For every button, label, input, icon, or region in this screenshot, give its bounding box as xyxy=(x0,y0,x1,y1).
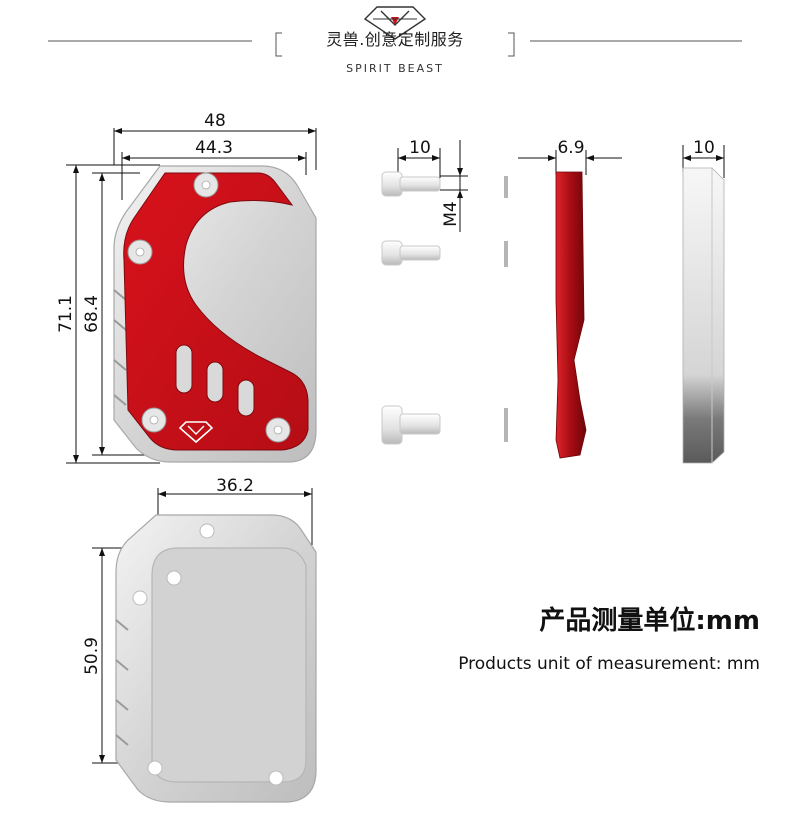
bolts: 10 M4 xyxy=(381,138,508,445)
header-bracket-left xyxy=(275,32,282,57)
dim-width-inner: 44.3 xyxy=(195,138,233,158)
unit-label-cn: 产品测量单位:mm xyxy=(539,606,760,636)
dim-bolt-thread: M4 xyxy=(441,201,461,226)
bolt-icon xyxy=(381,240,441,266)
dim-bottom-width: 36.2 xyxy=(216,476,254,496)
unit-label-en: Products unit of measurement: mm xyxy=(458,654,760,674)
screw-icon xyxy=(127,172,291,443)
slot-3 xyxy=(237,379,255,417)
dim-bolt-length: 10 xyxy=(409,138,431,158)
front-view: 48 44.3 71.1 68.4 xyxy=(56,111,317,464)
bolt-icon xyxy=(381,405,441,445)
slot-1 xyxy=(175,344,193,394)
edge-view: 10 xyxy=(682,138,725,464)
hole-icon xyxy=(132,523,284,786)
plate-logo-icon xyxy=(178,421,214,444)
bottom-recess xyxy=(151,547,307,783)
header xyxy=(48,6,742,57)
dim-height-inner: 68.4 xyxy=(82,295,102,333)
header-bracket-right xyxy=(508,32,515,57)
dim-side-thickness: 6.9 xyxy=(557,138,584,158)
side-profile-red xyxy=(555,171,587,459)
edge-profile-silver xyxy=(682,167,725,464)
brand-logo-icon xyxy=(363,6,427,40)
dim-height-total: 71.1 xyxy=(56,295,76,333)
slot-2 xyxy=(206,361,224,403)
brand-title-en: SPIRIT BEAST xyxy=(346,62,444,75)
brand-title-cn: 灵兽.创意定制服务 xyxy=(326,30,464,49)
dim-width-total: 48 xyxy=(204,111,226,131)
top-plate-red xyxy=(123,172,309,451)
dim-bottom-height: 50.9 xyxy=(82,637,102,675)
side-view: 6.9 xyxy=(518,138,622,459)
bolt-icon xyxy=(381,171,441,197)
bottom-view: 36.2 50.9 xyxy=(82,476,317,803)
dim-edge-thickness: 10 xyxy=(693,138,715,158)
